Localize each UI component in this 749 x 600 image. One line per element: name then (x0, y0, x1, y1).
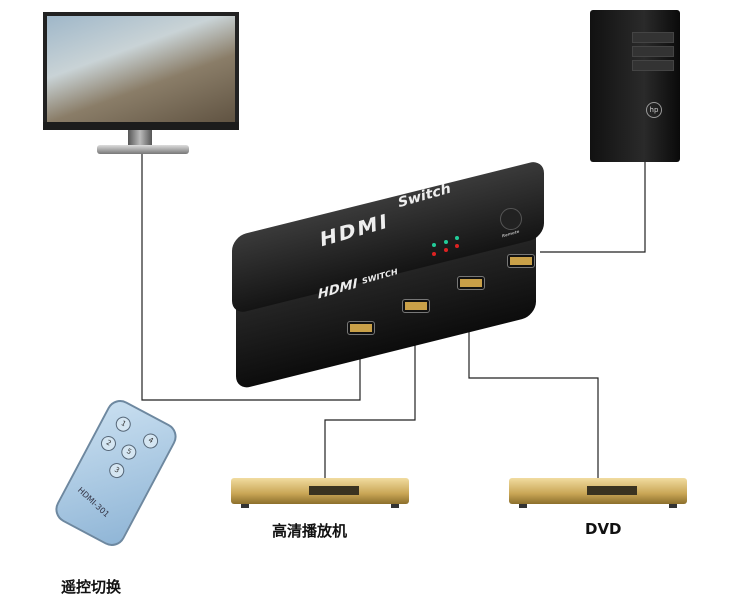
led-red-1 (432, 252, 436, 256)
monitor-screen (43, 12, 239, 130)
cable-monitor-to-output (141, 154, 361, 401)
label-remote: 遥控切换 (61, 578, 122, 596)
monitor-bezel (43, 122, 239, 130)
label-hd-player: 高清播放机 (272, 522, 348, 540)
drive-bay (632, 60, 674, 71)
led-green-3 (455, 236, 459, 240)
led-red-2 (444, 248, 448, 252)
hp-logo: hp (646, 102, 662, 118)
dvd-player-device (509, 478, 687, 508)
monitor-base (97, 145, 189, 154)
hdmi-output-port (347, 321, 375, 335)
player-display (309, 486, 359, 495)
monitor-stand (128, 130, 152, 146)
remote-button[interactable]: 3 (106, 460, 127, 481)
cable-dvd-to-input2 (468, 295, 599, 478)
drive-bay (632, 32, 674, 43)
cable-pc-to-input3 (540, 162, 646, 253)
led-red-3 (455, 244, 459, 248)
hdmi-input-port-1 (402, 299, 430, 313)
remote-button[interactable]: 1 (113, 414, 134, 435)
remote-button[interactable]: 2 (98, 433, 119, 454)
remote-model: HDMI-301 (75, 485, 111, 520)
remote-select-button[interactable] (500, 208, 522, 230)
remote-button[interactable]: 4 (140, 430, 161, 452)
remote-button[interactable]: 5 (118, 441, 139, 463)
player-display (587, 486, 637, 495)
player-foot (391, 504, 399, 508)
pc-tower: hp (590, 10, 680, 162)
drive-bay (632, 46, 674, 57)
player-foot (241, 504, 249, 508)
label-dvd: DVD (585, 520, 622, 538)
hdmi-input-port-2 (457, 276, 485, 290)
player-foot (669, 504, 677, 508)
led-green-2 (444, 240, 448, 244)
hd-player-device (231, 478, 409, 508)
hdmi-input-port-3 (507, 254, 535, 268)
led-green-1 (432, 243, 436, 247)
player-foot (519, 504, 527, 508)
cable-player1-to-input1 (324, 315, 416, 478)
